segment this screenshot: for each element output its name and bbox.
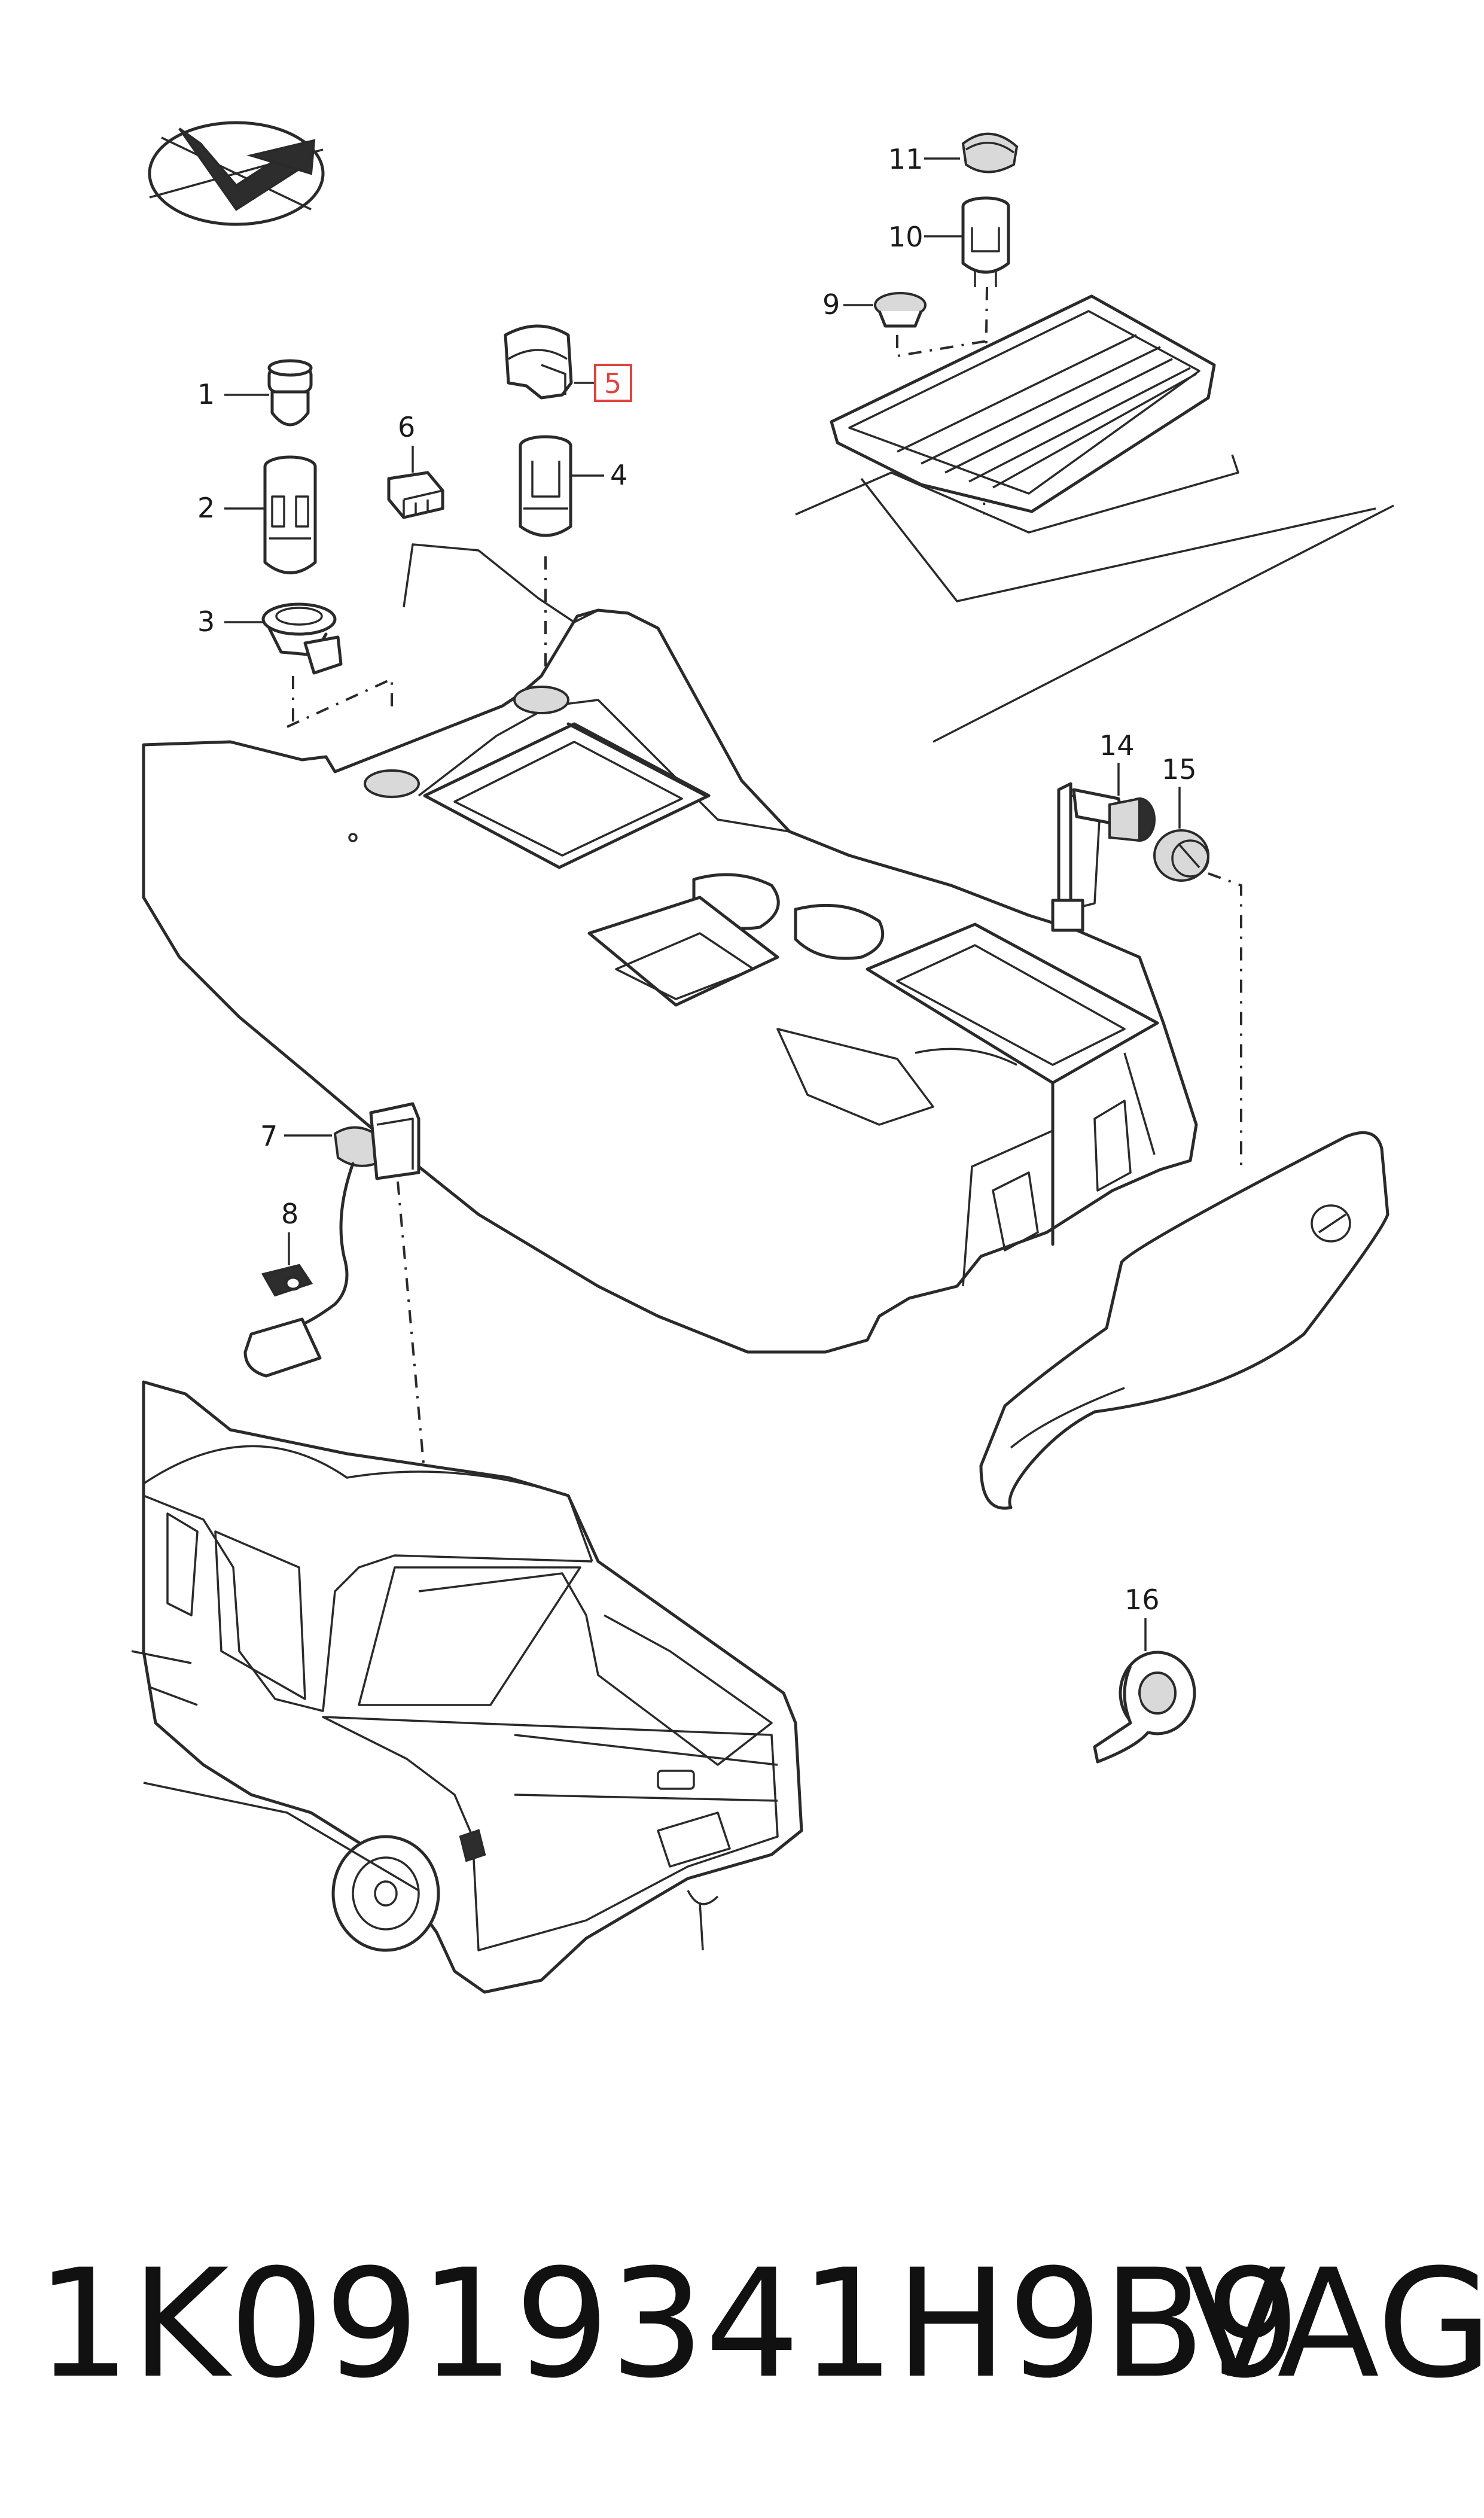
compass-logo-icon — [148, 121, 325, 226]
part-9-plug — [874, 292, 927, 328]
part-5-cap — [504, 324, 573, 400]
part-11-cap — [961, 132, 1019, 173]
callout-11: 11 — [888, 143, 924, 175]
callout-6: 6 — [398, 411, 415, 443]
callout-9: 9 — [822, 288, 840, 321]
callout-5: 5 — [604, 367, 621, 400]
part-number: 1K0919341H9B9 — [36, 2237, 1301, 2411]
part-7-socket-wiring — [243, 1102, 420, 1378]
part-10-socket — [961, 196, 1010, 287]
pickup-truck — [131, 1380, 803, 1994]
side-panel — [979, 1131, 1389, 1510]
callout-10: 10 — [888, 221, 924, 253]
part-16-tape — [1093, 1651, 1196, 1764]
storage-tray — [795, 294, 1394, 743]
part-8-bracket — [261, 1263, 313, 1297]
callout-4: 4 — [610, 459, 627, 491]
callout-1: 1 — [197, 378, 215, 410]
center-console — [142, 543, 1198, 1354]
part-15-cap — [1153, 829, 1209, 882]
part-3-holder — [261, 602, 343, 675]
callout-15: 15 — [1162, 753, 1197, 785]
part-6-relay — [387, 471, 444, 519]
part-1-plug — [267, 359, 313, 427]
part-2-socket — [263, 455, 317, 574]
part-4-socket — [519, 435, 572, 537]
callout-2: 2 — [197, 492, 215, 524]
callout-14: 14 — [1099, 729, 1135, 762]
callout-3: 3 — [197, 605, 215, 638]
callout-7: 7 — [260, 1120, 278, 1152]
part-14-socket-harness — [1051, 782, 1156, 932]
callout-8: 8 — [281, 1198, 298, 1230]
callout-5-box — [594, 364, 632, 402]
brand-label: VAG — [1184, 2237, 1484, 2411]
callout-16: 16 — [1125, 1584, 1160, 1616]
